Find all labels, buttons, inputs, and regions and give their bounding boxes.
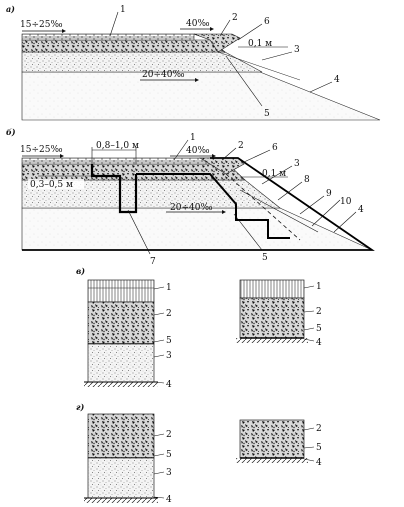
callout-a-6: 6 bbox=[264, 17, 270, 27]
depth-label: 0,3–0,5 м bbox=[30, 180, 73, 190]
callout-v-left-2: 2 bbox=[166, 309, 172, 319]
callout-b-7: 7 bbox=[150, 257, 156, 267]
callout-g-left-3: 3 bbox=[166, 468, 172, 478]
surface-layer-b bbox=[21, 157, 211, 165]
width-label: 0,8–1,0 м bbox=[96, 141, 139, 151]
callout-b-3: 3 bbox=[294, 159, 300, 169]
callout-v-right-1: 1 bbox=[316, 282, 322, 292]
callout-g-left-4: 4 bbox=[166, 495, 172, 505]
callout-b-5: 5 bbox=[262, 253, 268, 263]
panel-v-label: в) bbox=[76, 266, 85, 276]
callout-b-1: 1 bbox=[190, 133, 196, 143]
slope-bottom-b: 20÷40‰ bbox=[170, 203, 213, 213]
callout-g-right-2: 2 bbox=[316, 424, 322, 434]
callout-v-right-4: 4 bbox=[316, 338, 322, 348]
callout-g-left-2: 2 bbox=[166, 430, 172, 440]
column-v-left-base bbox=[87, 301, 155, 345]
base-layer-b bbox=[21, 163, 246, 181]
callout-v-left-1: 1 bbox=[166, 283, 172, 293]
sand-layer bbox=[21, 51, 263, 73]
callout-a-2: 2 bbox=[232, 13, 238, 23]
callout-v-right-5: 5 bbox=[316, 324, 322, 334]
base-layer bbox=[21, 39, 226, 53]
callout-b-6: 6 bbox=[272, 143, 278, 153]
panel-a-label: а) bbox=[6, 4, 15, 14]
callout-b-9: 9 bbox=[326, 189, 332, 199]
stepped-geotextile bbox=[136, 173, 290, 239]
panel-g-label: г) bbox=[76, 402, 85, 412]
panel-g: г) 2 5 3 4 2 5 4 bbox=[76, 402, 322, 505]
surface-layer bbox=[21, 33, 195, 41]
column-v-right-surface bbox=[239, 279, 305, 299]
callout-a-5: 5 bbox=[264, 109, 270, 119]
column-v-right-base bbox=[239, 297, 305, 339]
callout-g-right-4: 4 bbox=[316, 458, 322, 468]
callout-g-left-5: 5 bbox=[166, 450, 172, 460]
callout-b-4: 4 bbox=[358, 205, 364, 215]
callout-b-10: 10 bbox=[340, 197, 352, 207]
shoulder-wedge bbox=[193, 33, 241, 53]
column-g-left-sand bbox=[87, 457, 155, 499]
callout-a-3: 3 bbox=[294, 45, 300, 55]
column-v-left-sand bbox=[87, 343, 155, 383]
slope-bottom: 20÷40‰ bbox=[142, 70, 185, 80]
panel-b: б) 15÷25‰ 0,8–1,0 м 40‰ 0,3–0,5 м bbox=[6, 127, 375, 267]
slope-top-left: 15÷25‰ bbox=[20, 20, 63, 30]
panel-a: а) 15÷25‰ 40‰ 20÷40‰ 0,1 м bbox=[6, 4, 381, 121]
callout-a-4: 4 bbox=[334, 75, 340, 85]
column-g-right-base bbox=[239, 419, 305, 459]
callout-v-left-4: 4 bbox=[166, 380, 172, 390]
callout-b-8: 8 bbox=[304, 175, 310, 185]
thickness-label-b: 0,1 м bbox=[262, 169, 286, 179]
drain-trench bbox=[90, 164, 138, 214]
slope-top-left-b: 15÷25‰ bbox=[20, 145, 63, 155]
panel-v: в) 1 2 5 3 4 1 2 5 bbox=[76, 266, 322, 390]
slope-top-mid-b: 40‰ bbox=[186, 146, 210, 156]
callout-v-right-2: 2 bbox=[316, 307, 322, 317]
column-v-left-surface bbox=[87, 279, 155, 303]
thickness-label: 0,1 м bbox=[248, 39, 272, 49]
callout-a-1: 1 bbox=[120, 5, 126, 15]
callout-g-right-5: 5 bbox=[316, 443, 322, 453]
column-g-left-base bbox=[87, 413, 155, 459]
callout-v-left-5: 5 bbox=[166, 336, 172, 346]
slope-top-mid: 40‰ bbox=[186, 19, 210, 29]
callout-b-2: 2 bbox=[238, 141, 244, 151]
panel-b-label: б) bbox=[6, 127, 16, 137]
subgrade-layer bbox=[21, 71, 381, 121]
callout-v-left-3: 3 bbox=[166, 351, 172, 361]
